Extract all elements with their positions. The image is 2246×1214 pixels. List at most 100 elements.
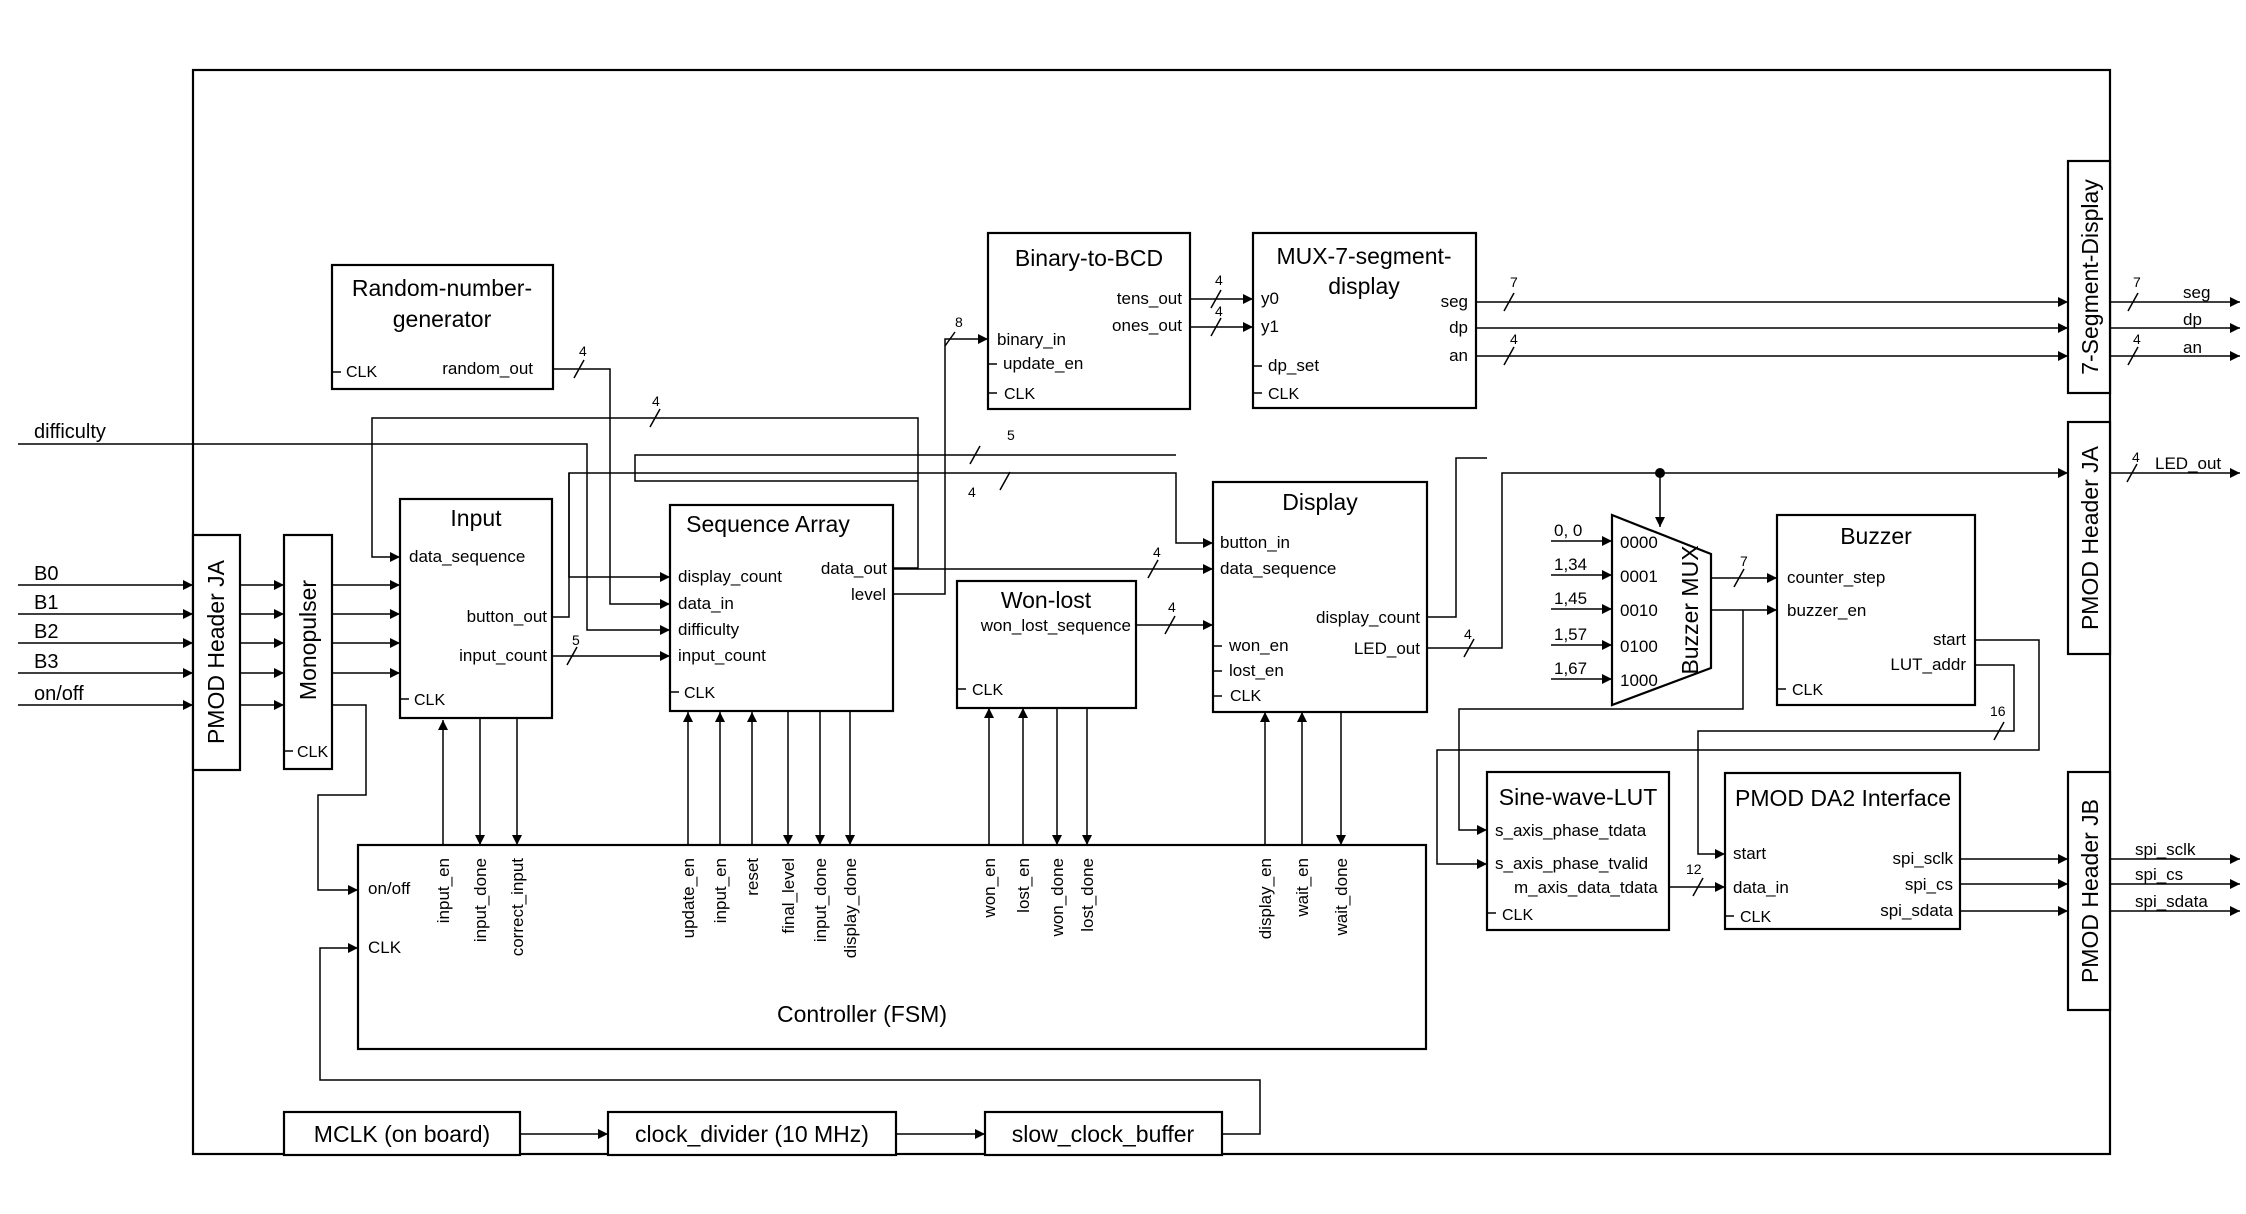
seq-clk-label: CLK [684, 685, 715, 702]
bus-width-labels: 4 4 5 5 4 8 4 4 7 4 4 4 4 7 16 12 7 4 4 [572, 272, 2141, 877]
won-lost-title: Won-lost [1001, 587, 1092, 613]
buzzer-title: Buzzer [1840, 523, 1912, 549]
sine-data-tdata-label: m_axis_data_tdata [1514, 878, 1658, 897]
display-block: Display button_in data_sequence won_en l… [1211, 480, 1429, 714]
ctrl-signal: correct_input [508, 858, 527, 957]
ctrl-signal: input_en [434, 858, 453, 923]
da2-spi-sdata-label: spi_sdata [1880, 901, 1953, 920]
display-led-out-label: LED_out [1354, 639, 1420, 658]
bw-ledout: 4 [2132, 449, 2140, 465]
seq-difficulty-label: difficulty [678, 620, 740, 639]
bw-anout: 4 [2133, 331, 2141, 347]
slow-clock-buffer-block: slow_clock_buffer [983, 1110, 1224, 1157]
input-input-count-label: input_count [459, 646, 547, 665]
bcd-update-en-label: update_en [1003, 354, 1083, 373]
bw-wonlost: 4 [1168, 599, 1176, 615]
mux-val-2: 1,45 [1554, 589, 1587, 608]
bcd-ones-out-label: ones_out [1112, 316, 1182, 335]
display-button-in-label: button_in [1220, 533, 1290, 552]
ctrl-signal: lost_done [1078, 858, 1097, 932]
da2-spi-cs-label: spi_cs [1905, 875, 1953, 894]
mclk-block: MCLK (on board) [282, 1110, 522, 1157]
bw-segin: 7 [1510, 274, 1518, 290]
onoff-input-label: on/off [34, 683, 84, 705]
monopulser-block: Monopulser CLK [282, 533, 334, 771]
da2-spi-sclk-label: spi_sclk [1893, 849, 1954, 868]
sine-wave-lut-block: Sine-wave-LUT s_axis_phase_tdata s_axis_… [1485, 770, 1671, 932]
mux7-y0-label: y0 [1261, 289, 1279, 308]
mux7-clk-label: CLK [1268, 386, 1299, 403]
b2-input-label: B2 [34, 621, 58, 643]
slow-clock-buffer-label: slow_clock_buffer [1012, 1121, 1195, 1147]
b1-input-label: B1 [34, 592, 58, 614]
mux-sel-0010: 0010 [1620, 601, 1658, 620]
mux7-an-label: an [1449, 346, 1468, 365]
bw-fb5: 5 [1007, 427, 1015, 443]
rng-clk-label: CLK [346, 364, 377, 381]
rng-block: Random-number- generator CLK random_out [330, 263, 555, 391]
input-data-sequence-label: data_sequence [409, 547, 525, 566]
seq-input-count-label: input_count [678, 646, 766, 665]
seq-level-label: level [851, 585, 886, 604]
sequence-array-title: Sequence Array [686, 511, 850, 537]
controller-onoff-label: on/off [368, 879, 411, 898]
mux-sel-1000: 1000 [1620, 671, 1658, 690]
sine-wave-lut-title: Sine-wave-LUT [1499, 784, 1658, 810]
b0-input-label: B0 [34, 563, 58, 585]
spi-cs-output-label: spi_cs [2135, 865, 2183, 884]
bw-level: 8 [955, 314, 963, 330]
bw-segout: 7 [2133, 274, 2141, 290]
bw-inputcount: 5 [572, 632, 580, 648]
mux7-title-1: MUX-7-segment- [1276, 243, 1451, 269]
sine-phase-tvalid-label: s_axis_phase_tvalid [1495, 854, 1648, 873]
bcd-binary-in-label: binary_in [997, 330, 1066, 349]
bw-anin: 4 [1510, 331, 1518, 347]
controller-title: Controller (FSM) [777, 1001, 947, 1027]
sine-phase-tdata-label: s_axis_phase_tdata [1495, 821, 1647, 840]
ctrl-signal: reset [743, 858, 762, 896]
mux-sel-0001: 0001 [1620, 567, 1658, 586]
bw-seqout: 4 [1153, 544, 1161, 560]
monopulser-clk-label: CLK [297, 744, 328, 761]
seq-data-in-label: data_in [678, 594, 734, 613]
bus-ticks [566, 289, 2139, 897]
bw-tens: 4 [1215, 272, 1223, 288]
won-lost-sequence-label: won_lost_sequence [980, 616, 1131, 635]
bw-rng: 4 [579, 343, 587, 359]
seven-segment-display-label: 7-Segment-Display [2077, 179, 2103, 375]
ctrl-signal: update_en [679, 858, 698, 938]
sine-clk-label: CLK [1502, 907, 1533, 924]
spi-sclk-output-label: spi_sclk [2135, 840, 2196, 859]
display-clk-label: CLK [1230, 688, 1261, 705]
pmod-da2-title: PMOD DA2 Interface [1735, 785, 1951, 811]
display-title: Display [1282, 489, 1358, 515]
ctrl-signal: display_en [1256, 858, 1275, 939]
led-output-label: LED_out [2155, 454, 2221, 473]
mux-sel-0100: 0100 [1620, 637, 1658, 656]
ctrl-signal: input_done [471, 858, 490, 942]
ctrl-signal: lost_en [1014, 858, 1033, 913]
bcd-title: Binary-to-BCD [1015, 245, 1163, 271]
mclk-label: MCLK (on board) [314, 1121, 490, 1147]
display-lost-en-label: lost_en [1229, 661, 1284, 680]
won-lost-block: Won-lost won_lost_sequence CLK [955, 579, 1138, 710]
buzzer-start-label: start [1933, 630, 1966, 649]
mux-val-4: 1,67 [1554, 659, 1587, 678]
bw-lut: 16 [1990, 703, 2006, 719]
pmod-header-ja-right-label: PMOD Header JA [2077, 445, 2103, 630]
input-button-out-label: button_out [467, 607, 548, 626]
bcd-clk-label: CLK [1004, 386, 1035, 403]
input-block: Input data_sequence button_out input_cou… [398, 497, 554, 720]
ctrl-signal: won_done [1048, 858, 1067, 937]
seq-data-out-label: data_out [821, 559, 887, 578]
controller-signal-labels: input_en input_done correct_input update… [434, 858, 1351, 958]
controller-clk-label: CLK [368, 938, 402, 957]
clock-divider-label: clock_divider (10 MHz) [635, 1121, 869, 1147]
seg-output-label: seg [2183, 283, 2210, 302]
bw-ones: 4 [1215, 303, 1223, 319]
display-data-sequence-label: data_sequence [1220, 559, 1336, 578]
mux-sel-0000: 0000 [1620, 533, 1658, 552]
display-display-count-label: display_count [1316, 608, 1420, 627]
ctrl-signal: input_en [711, 858, 730, 923]
